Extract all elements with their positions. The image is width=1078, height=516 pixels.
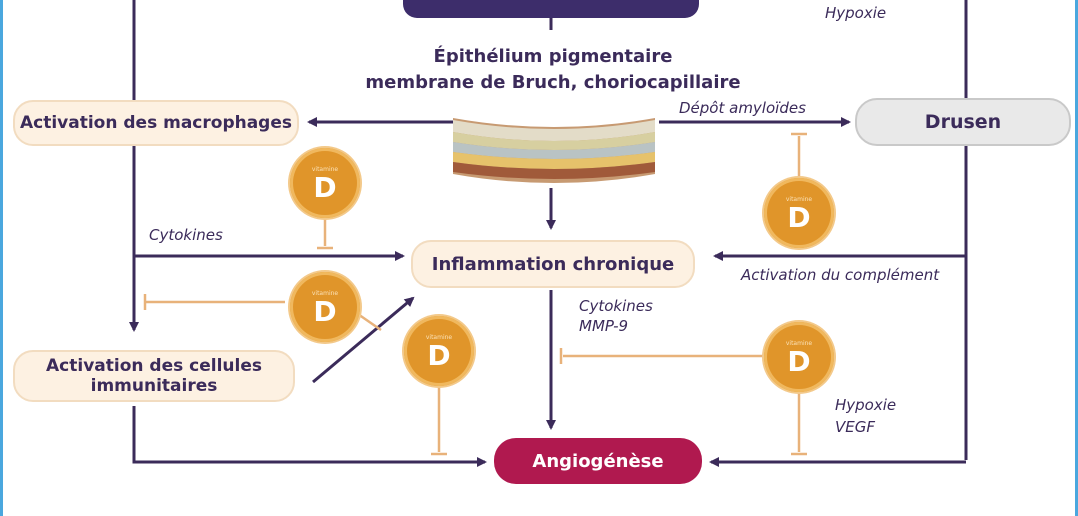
title-line-2: membrane de Bruch, choriocapillaire bbox=[365, 72, 741, 93]
node-macrophages: Activation des macrophages bbox=[13, 100, 299, 146]
vitamin-d-badge-2: vitamine D bbox=[764, 178, 834, 248]
node-inflammation: Inflammation chronique bbox=[411, 240, 695, 288]
label-cytokines-left: Cytokines bbox=[149, 226, 223, 244]
vitamin-d-badge-2-letter: D bbox=[787, 200, 811, 234]
node-macrophages-label: Activation des macrophages bbox=[19, 113, 293, 133]
node-immune-label-line1: Activation des cellules bbox=[46, 356, 262, 376]
node-inflammation-label: Inflammation chronique bbox=[431, 253, 675, 275]
vitamin-d-badge-1-small: vitamine bbox=[311, 165, 339, 173]
inhibit-d2-diag-line bbox=[354, 310, 382, 332]
vitamin-d-badge-3-small: vitamine bbox=[311, 289, 339, 297]
vitamin-d-badge-3: vitamine D bbox=[290, 272, 360, 342]
label-activation-complement: Activation du complément bbox=[741, 266, 940, 284]
vitamin-d-badge-3-letter: D bbox=[313, 294, 337, 328]
title-line-1: Épithélium pigmentaire bbox=[433, 46, 673, 67]
label-vegf: VEGF bbox=[835, 418, 875, 436]
vitamin-d-badge-2-small: vitamine bbox=[785, 195, 813, 203]
vitamin-d-badge-4-letter: D bbox=[427, 338, 451, 372]
vitamin-d-badge-1: vitamine D bbox=[290, 148, 360, 218]
connector-layer bbox=[129, 0, 968, 467]
label-hypoxie-low: Hypoxie bbox=[835, 396, 897, 414]
node-angiogenese: Angiogénèse bbox=[494, 438, 702, 484]
label-mmp9: MMP-9 bbox=[579, 317, 629, 335]
node-drusen: Drusen bbox=[855, 98, 1071, 146]
vitamin-d-badge-1-letter: D bbox=[313, 170, 337, 204]
label-hypoxie-top: Hypoxie bbox=[825, 4, 887, 22]
node-immune-cells: Activation des cellules immunitaires bbox=[13, 350, 295, 402]
vitamin-d-badge-4-small: vitamine bbox=[425, 333, 453, 341]
arrow-immune-to-angiogenese bbox=[132, 406, 487, 467]
vitamin-d-badge-5: vitamine D bbox=[764, 322, 834, 392]
retina-cross-section-image bbox=[453, 118, 655, 183]
label-cytokines-mid: Cytokines bbox=[579, 297, 653, 315]
vitamin-d-badge-5-letter: D bbox=[787, 344, 811, 378]
node-angiogenese-label: Angiogénèse bbox=[532, 450, 664, 472]
vitamin-d-badge-5-small: vitamine bbox=[785, 339, 813, 347]
vitamin-d-badge-4: vitamine D bbox=[404, 316, 474, 386]
node-immune-label-line2: immunitaires bbox=[90, 376, 218, 396]
label-depot-amyloides: Dépôt amyloïdes bbox=[679, 99, 806, 117]
top-source-box bbox=[403, 0, 699, 18]
arrow-immune-to-inflammation bbox=[312, 296, 415, 384]
node-drusen-label: Drusen bbox=[924, 111, 1002, 133]
